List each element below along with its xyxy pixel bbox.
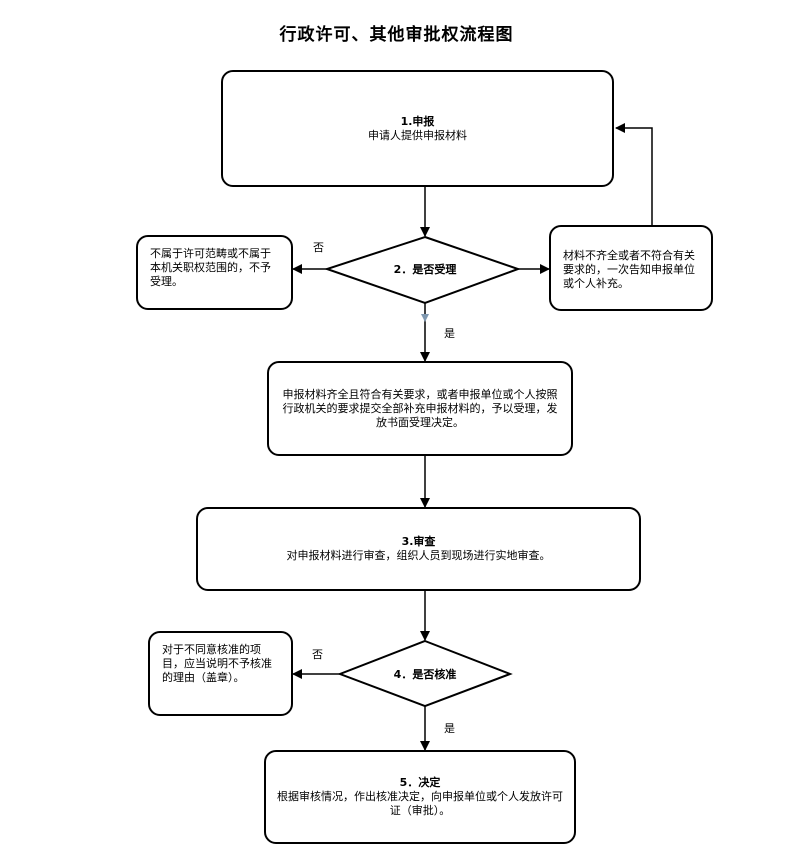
review-description: 对申报材料进行审查，组织人员到现场进行实地审查。 xyxy=(286,549,551,562)
page-title: 行政许可、其他审批权流程图 xyxy=(279,25,514,45)
apply-heading: 1.申报 xyxy=(400,114,435,128)
edge-label-yes-1: 是 xyxy=(444,327,455,340)
approve-decision-diamond xyxy=(337,639,513,708)
edge-supplement-loop xyxy=(615,123,653,225)
supplement-box: 材料不齐全或者不符合有关要求的，一次告知申报单位或个人补充。 xyxy=(549,225,713,311)
yes-marker-1 xyxy=(421,314,429,322)
reject-accept-text: 不属于许可范畴或不属于本机关职权范围的，不予受理。 xyxy=(150,247,271,288)
decision-heading: 5．决定 xyxy=(399,776,441,789)
accept-decision-label: 2．是否受理 xyxy=(393,263,457,276)
reject-approve-text: 对于不同意核准的项目，应当说明不予核准的理由（盖章）。 xyxy=(162,643,272,684)
accept-decision-diamond xyxy=(323,235,521,305)
approve-decision-label: 4．是否核准 xyxy=(393,668,457,681)
accepted-text: 申报材料齐全且符合有关要求，或者申报单位或个人按照行政机关的要求提交全部补充申报… xyxy=(282,387,558,429)
review-heading: 3.审查 xyxy=(401,535,436,548)
edge-label-no-2: 否 xyxy=(312,648,323,661)
decision-description: 根据审核情况，作出核准决定，向申报单位或个人发放许可证（审批）。 xyxy=(277,790,563,817)
edge-label-no-1: 否 xyxy=(313,241,324,254)
reject-accept-box: 不属于许可范畴或不属于本机关职权范围的，不予受理。 xyxy=(136,235,293,310)
accepted-box: 申报材料齐全且符合有关要求，或者申报单位或个人按照行政机关的要求提交全部补充申报… xyxy=(267,361,573,456)
supplement-text: 材料不齐全或者不符合有关要求的，一次告知申报单位或个人补充。 xyxy=(563,249,695,290)
review-box: 3.审查 对申报材料进行审查，组织人员到现场进行实地审查。 xyxy=(196,507,641,591)
apply-box: 1.申报 申请人提供申报材料 xyxy=(221,70,614,187)
reject-approve-box: 对于不同意核准的项目，应当说明不予核准的理由（盖章）。 xyxy=(148,631,293,716)
edge-label-yes-2: 是 xyxy=(444,722,455,735)
apply-description: 申请人提供申报材料 xyxy=(368,128,467,142)
decision-box: 5．决定 根据审核情况，作出核准决定，向申报单位或个人发放许可证（审批）。 xyxy=(264,750,576,844)
